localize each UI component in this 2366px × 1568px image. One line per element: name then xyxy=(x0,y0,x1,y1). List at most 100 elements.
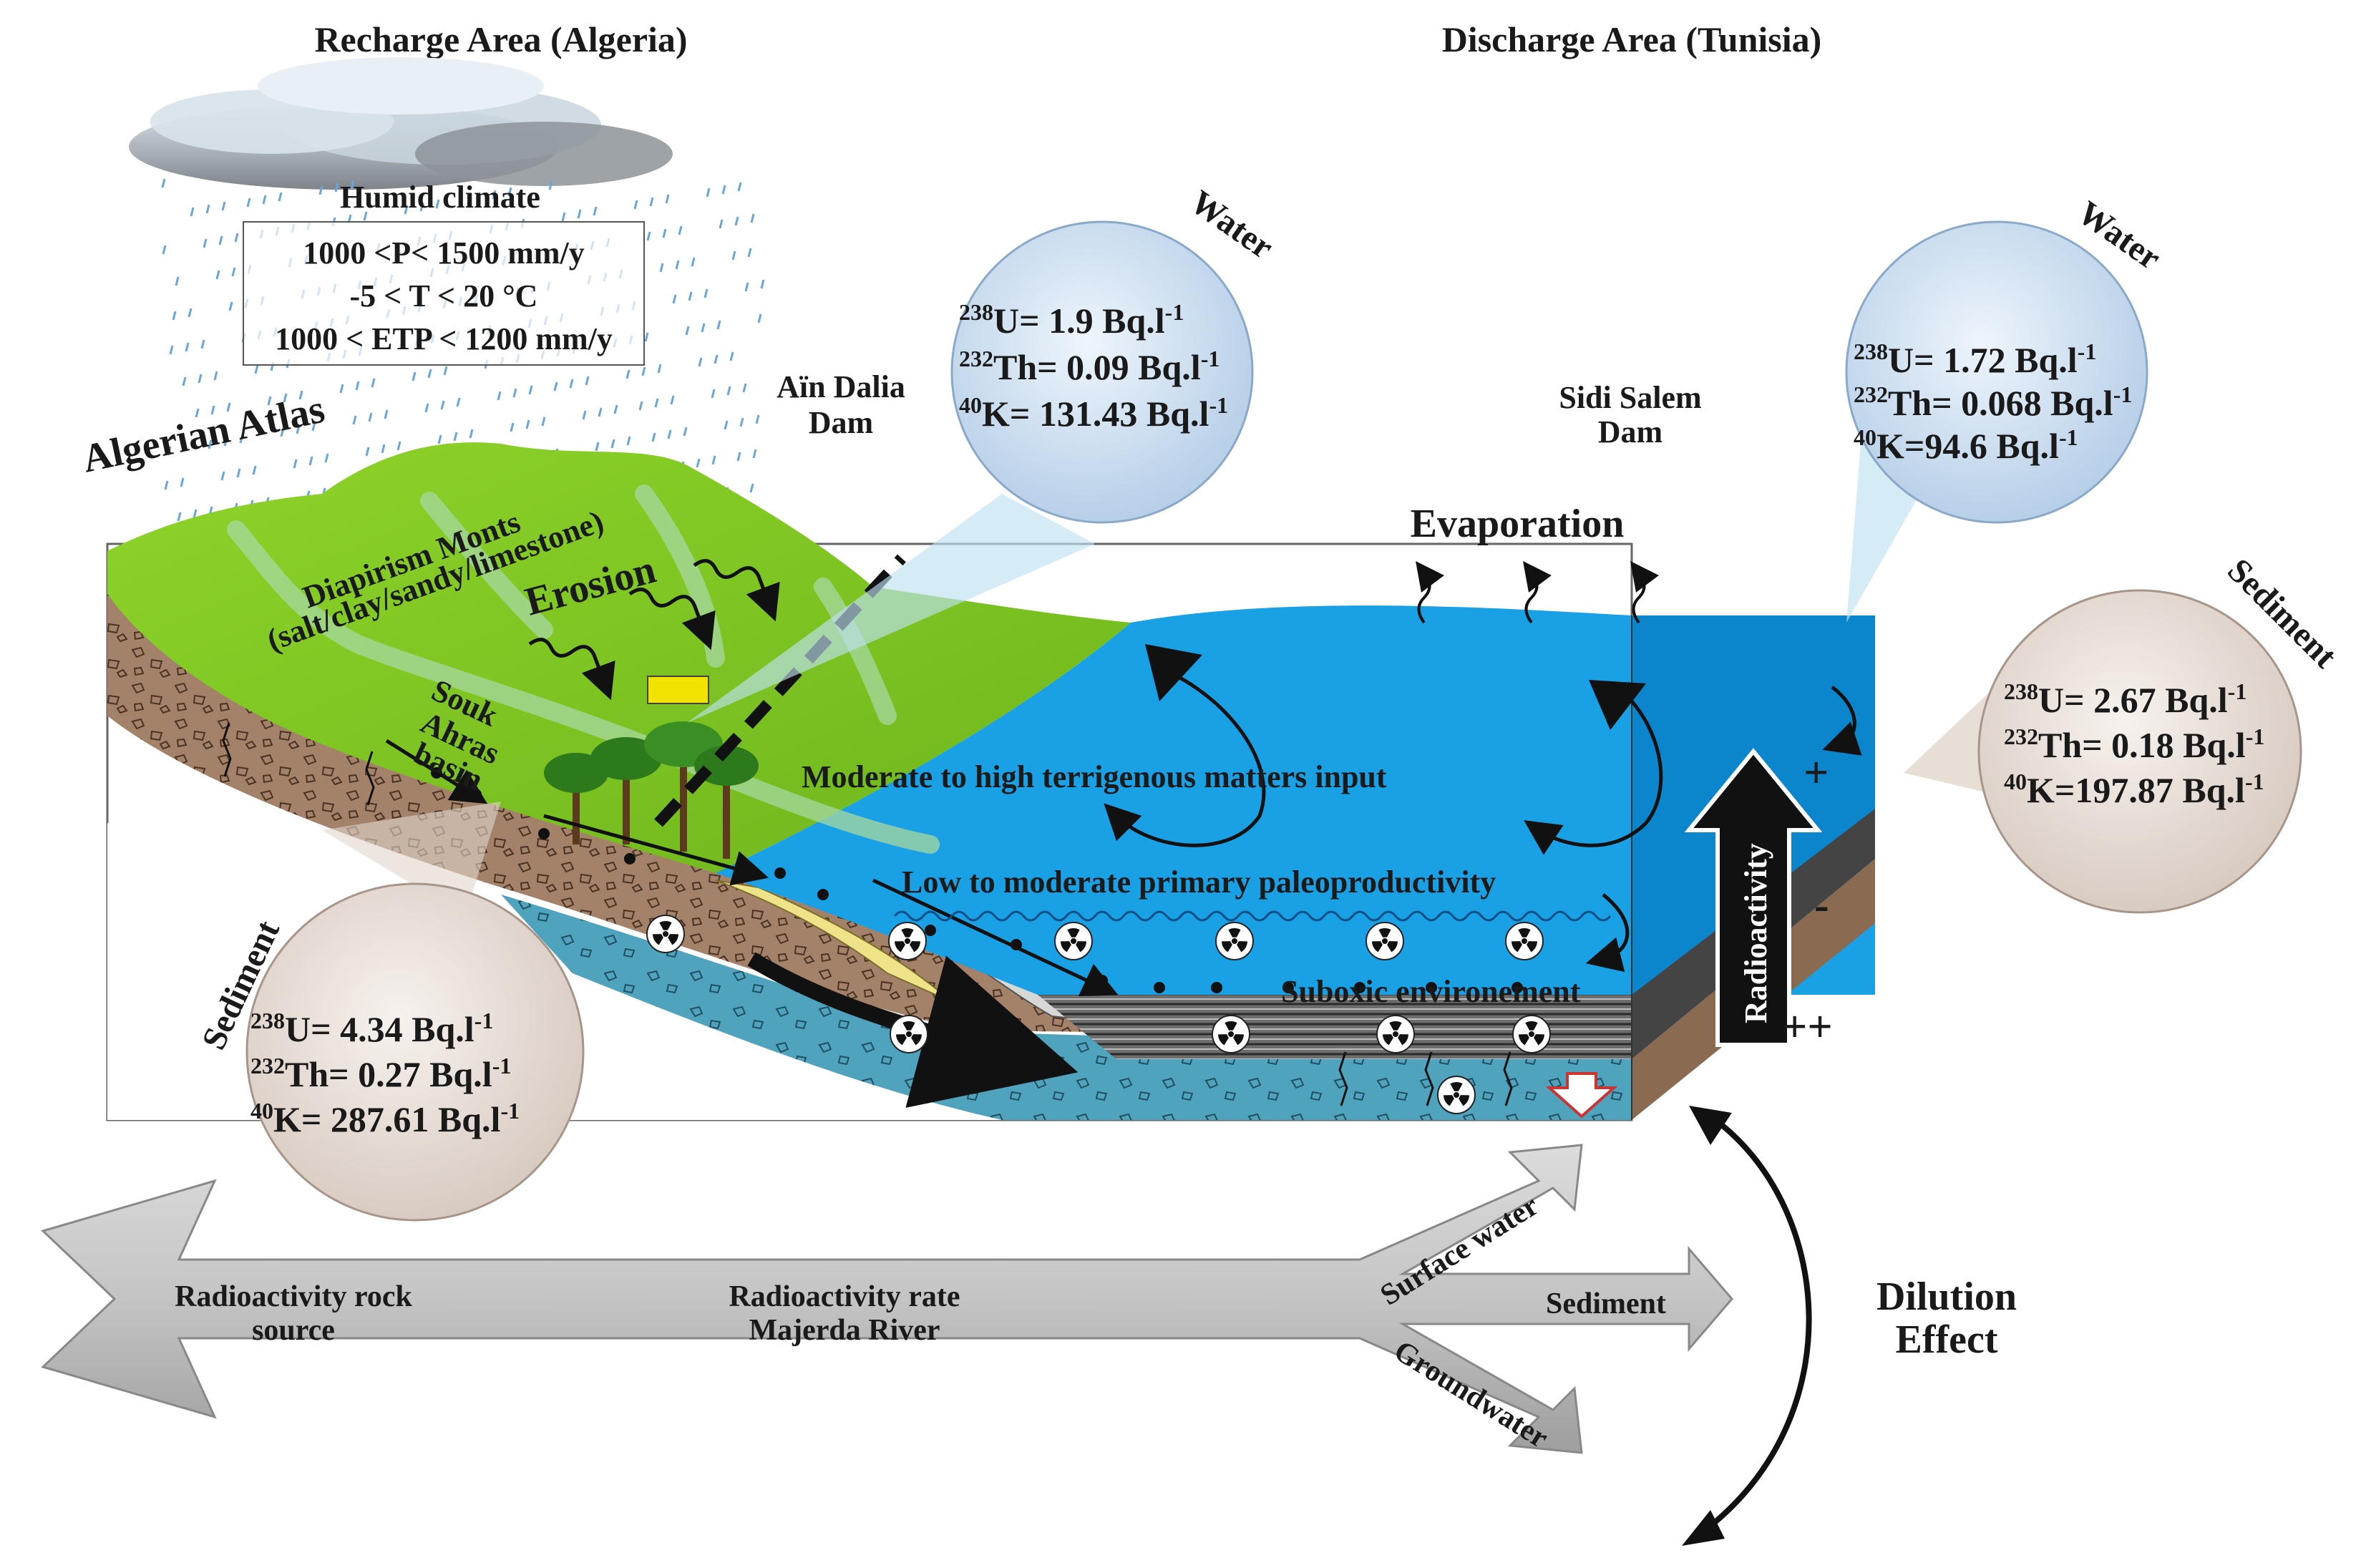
water-salem-th-exp: -1 xyxy=(2113,381,2133,407)
sediment-dalia-th-isotope: 232 xyxy=(250,1053,285,1078)
sediment-dalia-k-isotope: 40 xyxy=(250,1098,273,1124)
particle-dot xyxy=(774,867,786,879)
radioactive-symbols xyxy=(646,915,1551,1114)
rain-drop xyxy=(162,245,167,255)
particle-dot xyxy=(538,828,550,839)
svg-text:232Th= 0.068 Bq.l-1: 232Th= 0.068 Bq.l-1 xyxy=(1854,381,2132,423)
rain-drop xyxy=(553,381,558,391)
rain-drop xyxy=(435,199,440,209)
radioactive-icon xyxy=(1365,922,1404,960)
radioactive-icon xyxy=(1376,1015,1415,1053)
rain-drop xyxy=(363,211,368,221)
rain-drop xyxy=(665,194,670,204)
rain-drop xyxy=(721,185,726,195)
rain-drop xyxy=(190,207,195,217)
discharge-area-title: Discharge Area (Tunisia) xyxy=(1442,19,1822,59)
ain-dalia-dam-label: Dam xyxy=(809,405,873,440)
dilution-arrowhead-bottom xyxy=(1682,1510,1725,1546)
rain-drop xyxy=(453,432,458,442)
groundwater-layer xyxy=(501,895,1632,1120)
water-salem-k-isotope: 40 xyxy=(1854,424,1876,450)
rain-drop xyxy=(512,388,517,398)
rain-drop xyxy=(296,424,301,434)
souk-ahras-flow-arrow xyxy=(385,739,488,804)
climate-etp: 1000 < ETP < 1200 mm/y xyxy=(275,321,613,356)
flow-arrow xyxy=(41,1144,1733,1454)
flow-rate-line2: Majerda River xyxy=(749,1314,940,1347)
rain-drop xyxy=(334,182,339,193)
radioactive-icon xyxy=(1054,922,1093,960)
water-dalia-k: K= 131.43 Bq.l xyxy=(982,394,1209,434)
sediment-salem-th-exp: -1 xyxy=(2246,724,2265,749)
rain-drop xyxy=(752,449,757,459)
sediment-salem-th: Th= 0.18 Bq.l xyxy=(2038,725,2246,765)
radioactive-icon xyxy=(888,922,927,960)
rain-drop xyxy=(577,209,582,219)
rain-drop xyxy=(182,376,187,386)
rain-drop xyxy=(675,260,680,270)
rain-drop xyxy=(185,342,190,352)
rain-drop xyxy=(172,311,177,321)
rain-drop xyxy=(198,374,203,384)
rain-drop xyxy=(440,400,445,410)
sidi-salem-dam-label: Dam xyxy=(1598,414,1662,449)
water-dalia-circle: Water 238U= 1.9 Bq.l-1 232Th= 0.09 Bq.l-… xyxy=(950,183,1280,524)
svg-text:40K= 287.61 Bq.l-1: 40K= 287.61 Bq.l-1 xyxy=(250,1098,520,1139)
water-salem-u-exp: -1 xyxy=(2078,339,2097,364)
svg-text:232Th= 0.09 Bq.l-1: 232Th= 0.09 Bq.l-1 xyxy=(959,346,1219,387)
ain-dalia-dam-marker xyxy=(647,676,709,704)
rain-drop xyxy=(228,301,233,311)
sediment-dalia-th: Th= 0.27 Bq.l xyxy=(285,1054,492,1094)
minus-sign: - xyxy=(1814,881,1829,930)
rain-drop xyxy=(213,371,218,381)
rain-drop xyxy=(760,279,765,289)
rain-drop xyxy=(598,407,603,417)
rain-drop xyxy=(659,263,664,273)
rain-drop xyxy=(497,391,502,401)
paleoproductivity-label: Low to moderate primary paleoproductivit… xyxy=(902,865,1496,900)
rain-drop xyxy=(239,434,244,444)
rain-drop xyxy=(633,200,638,210)
particle-dots xyxy=(431,767,1523,993)
sediment-salem-th-isotope: 232 xyxy=(2004,724,2038,749)
rain-drop xyxy=(626,436,631,446)
rain-drop xyxy=(644,332,649,342)
rain-drop xyxy=(231,267,236,277)
rain-drop xyxy=(672,294,677,304)
rain-drop xyxy=(311,422,316,432)
sidi-salem-label: Sidi Salem xyxy=(1559,380,1701,415)
rain-drop xyxy=(749,483,754,493)
rain-drop xyxy=(698,357,703,367)
circulation-arrows xyxy=(1104,663,1862,973)
rain-drop xyxy=(625,369,631,379)
particle-dot xyxy=(925,925,936,936)
rain-drop xyxy=(724,420,729,430)
radioactive-icon xyxy=(1437,1076,1476,1114)
rain-drop xyxy=(324,453,329,463)
sediment-dalia-k-exp: -1 xyxy=(500,1098,520,1124)
rain-drop xyxy=(339,384,344,394)
flow-groundwater: Groundwater xyxy=(1388,1334,1554,1454)
rain-drop xyxy=(419,202,424,212)
dilution-arrowhead-top xyxy=(1689,1106,1732,1145)
rain-drop xyxy=(742,383,747,393)
radioactive-icon xyxy=(1215,922,1254,960)
rain-drop xyxy=(736,452,741,462)
rain-drop xyxy=(492,190,497,200)
sediment-dalia-u-exp: -1 xyxy=(474,1008,494,1033)
climate-title: Humid climate xyxy=(340,180,540,215)
sediment-salem-u-isotope: 238 xyxy=(2004,678,2038,704)
rain-drop xyxy=(381,444,386,454)
svg-text:238U= 1.72 Bq.l-1: 238U= 1.72 Bq.l-1 xyxy=(1854,339,2096,380)
rain-drop xyxy=(731,250,736,260)
rain-drop xyxy=(711,389,716,399)
water-dalia-u-exp: -1 xyxy=(1165,299,1184,325)
radioactive-icon xyxy=(1512,1015,1551,1053)
suboxic-label: Suboxic environement xyxy=(1281,974,1581,1009)
climate-precipitation: 1000 <P< 1500 mm/y xyxy=(303,235,585,271)
water-dalia-title: Water xyxy=(1184,183,1280,267)
svg-text:40K=94.6 Bq.l-1: 40K=94.6 Bq.l-1 xyxy=(1854,424,2078,466)
sediment-dalia-th-exp: -1 xyxy=(492,1053,512,1078)
